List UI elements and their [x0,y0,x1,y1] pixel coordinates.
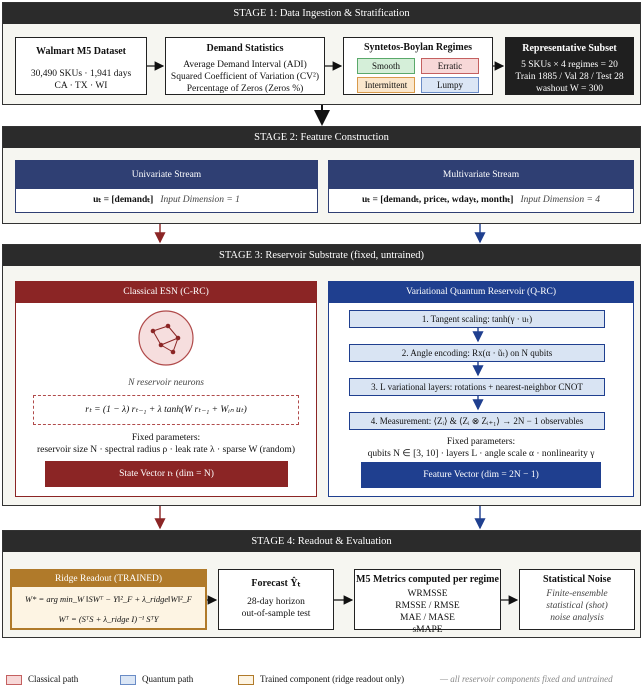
classical-esn-header: Classical ESN (C-RC) [16,282,316,303]
stats-title: Demand Statistics [206,43,284,54]
classical-params: Fixed parameters: reservoir size N · spe… [15,432,317,456]
legend-quantum-swatch [120,675,136,685]
univariate-formula: uₜ = [demandₜ] [93,195,154,205]
univariate-stream-body: uₜ = [demandₜ] Input Dimension = 1 [16,189,317,212]
forecast-line1: 28-day horizon [247,597,305,607]
classical-params-text: reservoir size N · spectral radius ρ · l… [36,445,295,455]
metric-mae: MAE / MASE [400,613,455,623]
noise-line3: noise analysis [550,613,604,623]
qrc-step-measurement: 4. Measurement: ⟨Zᵢ⟩ & ⟨Zᵢ ⊗ Zᵢ₊₁⟩ → 2N … [349,412,605,430]
dataset-line2: CA · TX · WI [54,81,108,91]
ridge-readout-box: Ridge Readout (TRAINED) W* = arg min_W ‖… [10,569,207,630]
dataset-line1: 30,490 SKUs · 1,941 days [30,69,132,79]
subset-line3: washout W = 300 [535,84,604,94]
ridge-readout-header: Ridge Readout (TRAINED) [12,571,205,587]
forecast-box: Forecast Ŷₜ 28-day horizon out-of-sample… [218,569,334,630]
legend-classical-swatch [6,675,22,685]
regimes-title: Syntetos-Boylan Regimes [363,42,473,53]
regime-erratic-chip: Erratic [421,58,479,74]
quantum-reservoir-box: Variational Quantum Reservoir (Q-RC) 1. … [328,281,634,497]
noise-line1: Finite-ensemble [546,589,608,599]
statistical-noise-box: Statistical Noise Finite-ensemble statis… [519,569,635,630]
forecast-title: Forecast Ŷₜ [251,578,301,589]
noise-title: Statistical Noise [542,574,612,585]
legend-note-text: all reservoir components fixed and untra… [450,674,613,684]
regime-smooth-chip: Smooth [357,58,415,74]
demand-statistics-box: Demand Statistics Average Demand Interva… [165,37,325,95]
quantum-params-title: Fixed parameters: [446,437,516,447]
qrc-step-angle-encoding: 2. Angle encoding: Rx(α · ũₜ) on N qubit… [349,344,605,362]
dataset-title: Walmart M5 Dataset [36,46,126,57]
stats-line1: Average Demand Interval (ADI) [183,60,307,70]
stats-line3: Percentage of Zeros (Zeros %) [186,84,304,94]
dataset-box: Walmart M5 Dataset 30,490 SKUs · 1,941 d… [15,37,147,95]
m5-metrics-box: M5 Metrics computed per regime WRMSSE RM… [354,569,501,635]
reservoir-neurons-label: N reservoir neurons [128,378,204,388]
legend-classical-label: Classical path [28,674,79,684]
multivariate-dim: Input Dimension = 4 [520,195,600,205]
legend-trained-label: Trained component (ridge readout only) [260,674,405,684]
ridge-eq1: W* = arg min_W ‖SWᵀ − Y‖²_F + λ_ridge‖W‖… [25,594,192,604]
representative-subset-box: Representative Subset 5 SKUs × 4 regimes… [505,37,634,95]
univariate-dim: Input Dimension = 1 [160,195,240,205]
stage-4-title: STAGE 4: Readout & Evaluation [3,531,640,552]
stage-3-title: STAGE 3: Reservoir Substrate (fixed, unt… [3,245,640,266]
legend-quantum-label: Quantum path [142,674,194,684]
multivariate-stream-box: Multivariate Stream uₜ = [demandₜ, price… [328,160,634,213]
feature-vector-box: Feature Vector (dim = 2N − 1) [361,462,601,488]
subset-line1: 5 SKUs × 4 regimes = 20 [521,60,618,70]
univariate-stream-header: Univariate Stream [16,161,317,189]
stage-1-title: STAGE 1: Data Ingestion & Stratification [3,3,640,24]
regime-intermittent-chip: Intermittent [357,77,415,93]
esn-equation: rₜ = (1 − λ) rₜ₋₁ + λ tanh(W rₜ₋₁ + Wᵢₙ … [85,405,247,415]
subset-title: Representative Subset [522,43,617,54]
metric-smape: sMAPE [412,625,443,635]
forecast-line2: out-of-sample test [241,609,311,619]
ridge-eq2: Wᵀ = (SᵀS + λ_ridge I)⁻¹ SᵀY [58,614,159,624]
multivariate-stream-body: uₜ = [demandₜ, priceₜ, wdayₜ, monthₜ] In… [329,189,633,212]
qrc-step-variational-layers: 3. L variational layers: rotations + nea… [349,378,605,396]
legend-note-dash: — [440,674,451,684]
stats-line2: Squared Coefficient of Variation (CV²) [170,72,320,82]
multivariate-formula: uₜ = [demandₜ, priceₜ, wdayₜ, monthₜ] [361,195,514,205]
legend-trained-swatch [238,675,254,685]
regime-lumpy-chip: Lumpy [421,77,479,93]
stage-2-title: STAGE 2: Feature Construction [3,127,640,148]
quantum-params: Fixed parameters: qubits N ∈ [3, 10] · l… [329,436,633,460]
qrc-step-tangent-scaling: 1. Tangent scaling: tanh(γ · uₜ) [349,310,605,328]
quantum-reservoir-header: Variational Quantum Reservoir (Q-RC) [329,282,633,303]
metric-rmsse: RMSSE / RMSE [395,601,460,611]
subset-line2: Train 1885 / Val 28 / Test 28 [515,72,624,82]
univariate-stream-box: Univariate Stream uₜ = [demandₜ] Input D… [15,160,318,213]
state-vector-box: State Vector rₜ (dim = N) [45,461,288,487]
metric-wrmsse: WRMSSE [407,589,448,599]
noise-line2: statistical (shot) [546,601,608,611]
classical-params-title: Fixed parameters: [131,433,201,443]
metrics-title: M5 Metrics computed per regime [356,574,499,585]
legend-note: — all reservoir components fixed and unt… [440,674,613,685]
multivariate-stream-header: Multivariate Stream [329,161,633,189]
quantum-params-text: qubits N ∈ [3, 10] · layers L · angle sc… [367,449,595,459]
esn-equation-box: rₜ = (1 − λ) rₜ₋₁ + λ tanh(W rₜ₋₁ + Wᵢₙ … [33,395,299,425]
